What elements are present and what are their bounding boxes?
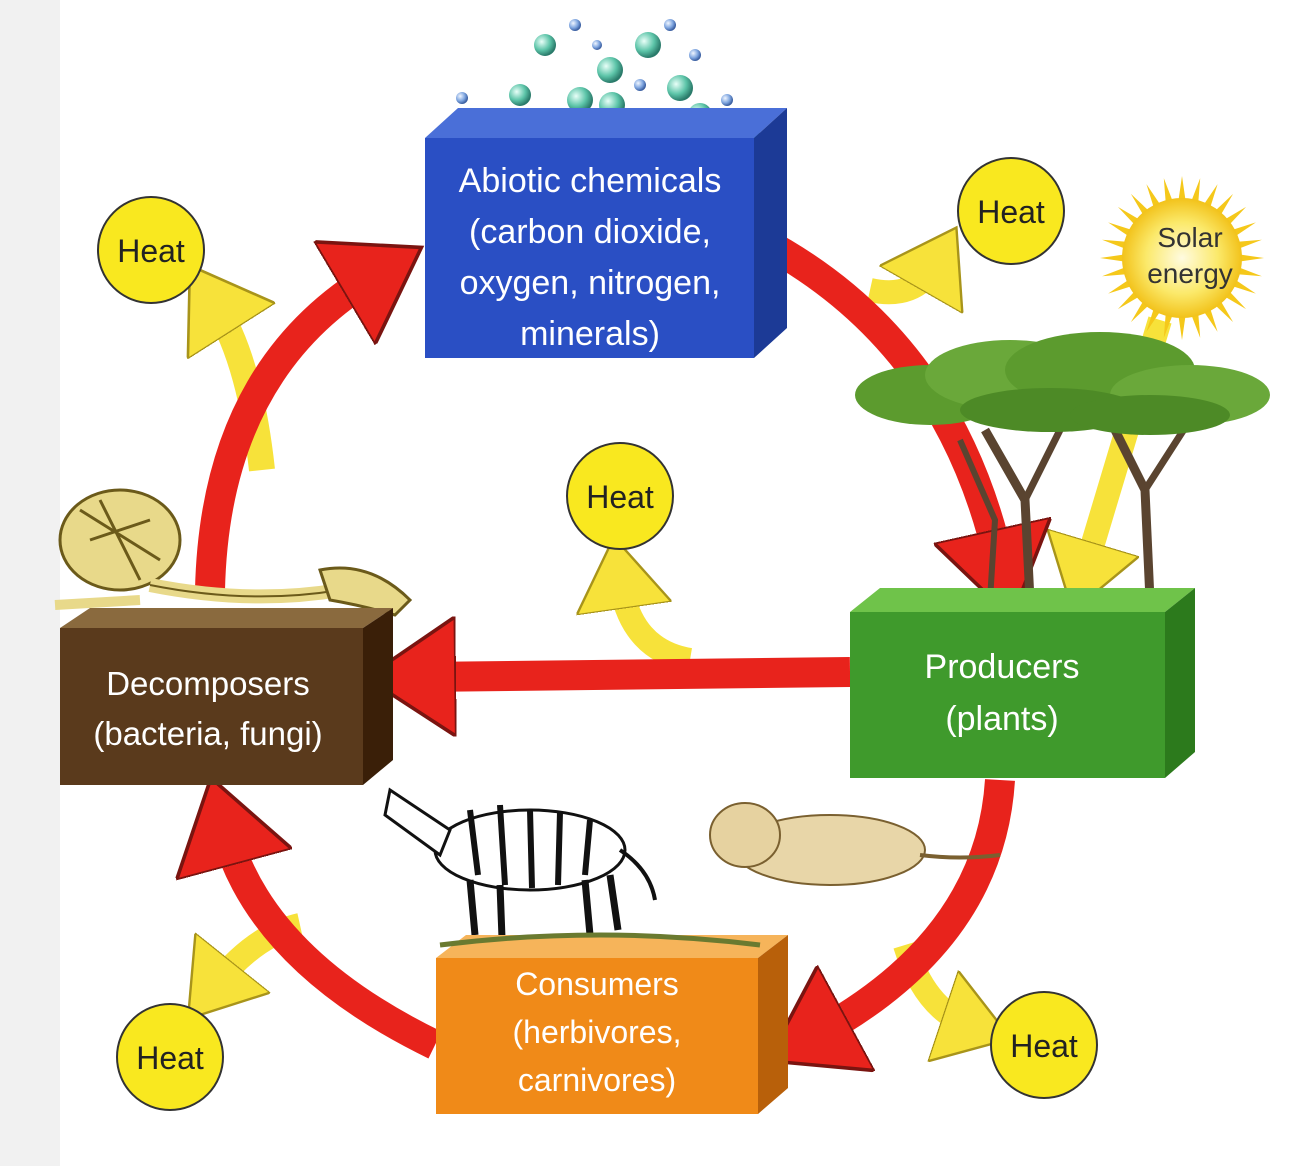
heat-circle-top-right: Heat: [957, 157, 1065, 265]
sun-disc: [1122, 198, 1242, 318]
sun-ray: [1163, 178, 1173, 203]
arrow-consumers-to-decomposers: [225, 830, 442, 1059]
sun-ray: [1102, 239, 1127, 249]
lion-illustration: [709, 802, 1001, 886]
acacia-trees-illustration: [855, 332, 1270, 601]
consumers-box: Consumers (herbivores, carnivores): [436, 932, 788, 1114]
arrow-decomposers-to-abiotic: [195, 275, 375, 591]
consumers-label-line-2: (herbivores,: [513, 1014, 682, 1050]
arrow-producers-to-consumers: [815, 778, 1015, 1035]
consumers-label-line-3: carnivores): [518, 1062, 676, 1098]
heat-circle-bottom-right: Heat: [990, 991, 1098, 1099]
heat-arrow-center: [620, 580, 693, 672]
sun-ray: [1204, 308, 1218, 332]
abiotic-box-face: [425, 138, 754, 358]
page-edge-shade: [0, 0, 60, 1166]
producers-label-line-1: Producers: [925, 648, 1080, 686]
producers-box-face: [850, 612, 1165, 778]
sun-ray: [1204, 184, 1218, 208]
heat-label-bottom-left: Heat: [136, 1040, 204, 1076]
sun-ray: [1232, 222, 1256, 236]
sun-ray: [1225, 291, 1247, 310]
sun-ray: [1239, 254, 1264, 262]
decomposers-label-line-1: Decomposers: [106, 665, 310, 702]
heat-circle-top-left: Heat: [97, 196, 205, 304]
heat-label-top-left: Heat: [117, 233, 185, 269]
skeleton-illustration: [54, 488, 413, 617]
sun-ray: [1237, 239, 1262, 249]
sun-ray: [1117, 206, 1139, 225]
sun-ray: [1102, 267, 1127, 277]
consumers-box-face: [436, 958, 758, 1114]
producers-box: Producers (plants): [850, 588, 1195, 778]
sun-ray: [1191, 178, 1201, 203]
heat-circle-center: Heat: [566, 442, 674, 550]
heat-circle-bottom-left: Heat: [116, 1003, 224, 1111]
sun-ray: [1100, 254, 1125, 262]
sun-ray: [1215, 301, 1234, 323]
sun-ray: [1130, 301, 1149, 323]
sun-ray: [1146, 308, 1160, 332]
sun-ray: [1178, 176, 1186, 201]
sun-ray: [1163, 313, 1173, 338]
sun-ray: [1117, 291, 1139, 310]
heat-label-top-right: Heat: [977, 194, 1045, 230]
solar-label-line-1: Solar: [1157, 222, 1222, 253]
heat-label-center: Heat: [586, 479, 654, 515]
sun-ray: [1108, 222, 1132, 236]
sun-icon: Solar energy: [1100, 176, 1264, 340]
sun-ray: [1232, 280, 1256, 294]
sun-ray: [1237, 267, 1262, 277]
abiotic-label-line-4: minerals): [520, 315, 660, 353]
decomposers-box-face: [60, 628, 363, 785]
producers-label-line-2: (plants): [945, 700, 1058, 738]
arrow-producers-to-decomposers: [420, 672, 851, 677]
heat-arrow-top-right: [867, 265, 935, 292]
abiotic-chemicals-box: Abiotic chemicals (carbon dioxide, oxyge…: [425, 108, 787, 358]
sun-ray: [1178, 315, 1186, 340]
cycle-arrows: [195, 226, 1015, 1059]
sun-ray: [1225, 206, 1247, 225]
sun-ray: [1215, 193, 1234, 215]
zebra-illustration: [383, 787, 657, 939]
solar-label-line-2: energy: [1147, 258, 1233, 289]
sun-ray: [1130, 193, 1149, 215]
abiotic-label-line-2: (carbon dioxide,: [469, 213, 711, 251]
abiotic-label-line-3: oxygen, nitrogen,: [460, 264, 721, 302]
decomposers-box: Decomposers (bacteria, fungi): [60, 608, 393, 785]
heat-label-bottom-right: Heat: [1010, 1028, 1078, 1064]
abiotic-label-line-1: Abiotic chemicals: [459, 162, 722, 200]
heat-arrow-top-left: [215, 305, 262, 472]
decomposers-label-line-2: (bacteria, fungi): [93, 715, 322, 752]
sun-ray: [1108, 280, 1132, 294]
consumers-label-line-1: Consumers: [515, 966, 679, 1002]
sun-ray: [1191, 313, 1201, 338]
sun-ray: [1146, 184, 1160, 208]
